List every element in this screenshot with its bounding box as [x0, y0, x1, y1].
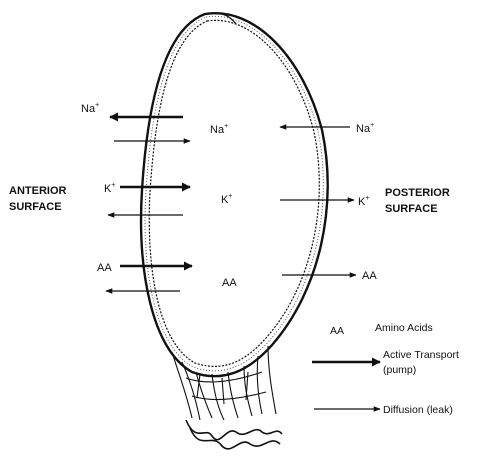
legend-symbol-text: Amino Acids [375, 322, 433, 334]
label-posterior: POSTERIOR [385, 187, 450, 199]
label-aa-inner: AA [222, 277, 237, 289]
label-na-left: Na+ [81, 102, 99, 115]
label-anterior-surface: SURFACE [9, 201, 62, 213]
label-k-right: K+ [358, 195, 369, 208]
legend-symbol: AA [330, 325, 344, 337]
legend-diffusion-text: Diffusion (leak) [383, 404, 453, 416]
label-aa-right: AA [362, 270, 377, 282]
label-posterior-surface: SURFACE [385, 203, 438, 215]
lens-outer-outline [141, 13, 328, 376]
lens-base-foot [186, 420, 282, 449]
label-na-right: Na+ [356, 122, 374, 135]
label-aa-left: AA [97, 262, 112, 274]
label-k-left: K+ [104, 182, 115, 195]
label-anterior: ANTERIOR [9, 185, 67, 197]
legend-active-text: Active Transport [383, 349, 459, 361]
legend-active-pump: (pump) [383, 364, 416, 376]
